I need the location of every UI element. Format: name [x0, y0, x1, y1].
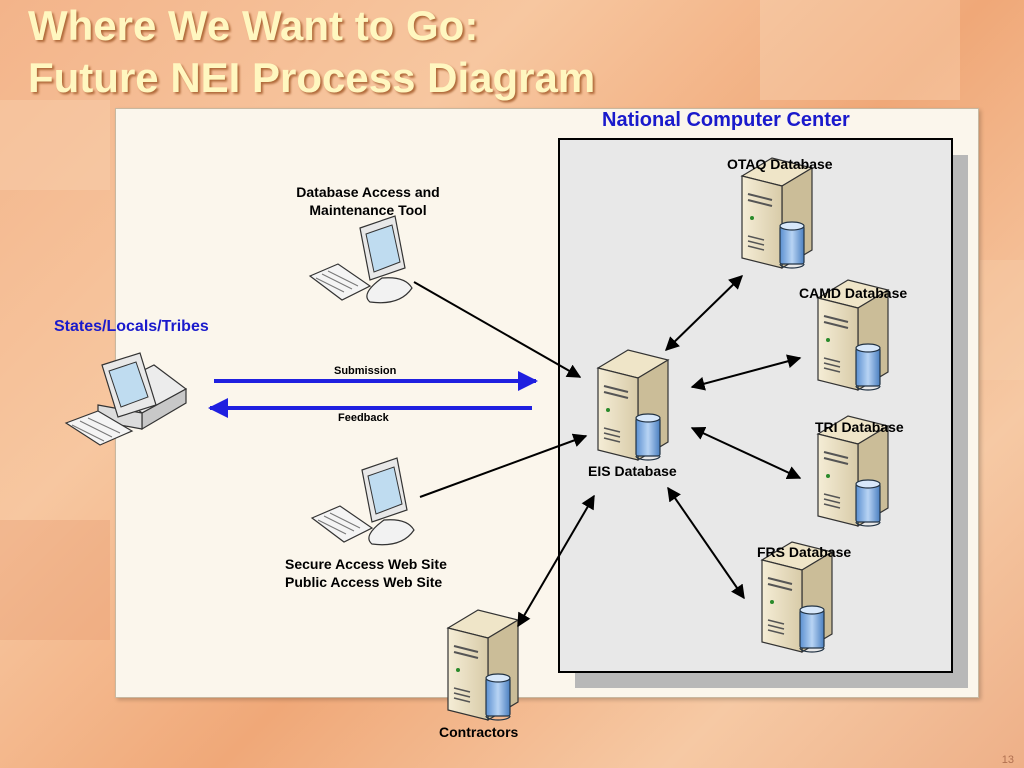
ncc-label: National Computer Center [602, 109, 850, 131]
connector-eis-frs [667, 486, 745, 600]
workstation-states [64, 352, 188, 446]
dbtool-label-line1: Database Access and [296, 184, 440, 200]
camd-label: CAMD Database [799, 285, 908, 301]
slide-title: Where We Want to Go: Future NEI Process … [28, 0, 595, 104]
web-site-label-line2: Public Access Web Site [285, 574, 443, 590]
web-site-label-line1: Secure Access Web Site [285, 556, 447, 572]
server-otaq [741, 157, 813, 269]
dbtool-label-line2: Maintenance Tool [309, 202, 427, 218]
server-eis [597, 349, 669, 461]
feedback-label: Feedback [338, 412, 389, 424]
dbtool-label: Database Access and Maintenance Tool [268, 183, 468, 219]
tri-label: TRI Database [815, 419, 904, 435]
slide-title-line2: Future NEI Process Diagram [28, 54, 596, 101]
otaq-label: OTAQ Database [727, 156, 833, 172]
workstation-db-tool [309, 215, 413, 304]
submission-label: Submission [334, 365, 397, 377]
connector-eis-contractors [517, 494, 595, 628]
connector-eis-tri [690, 426, 802, 480]
states-label: States/Locals/Tribes [54, 318, 209, 335]
page-number: 13 [1001, 754, 1014, 766]
connector-eis-camd [690, 354, 802, 391]
workstation-web-site [311, 457, 415, 546]
contractors-label: Contractors [439, 724, 519, 740]
frs-label: FRS Database [757, 544, 852, 560]
connector-dbtool-eis [413, 281, 582, 378]
server-contractors [447, 609, 519, 721]
slide-title-line1: Where We Want to Go: [28, 2, 479, 49]
connector-web-eis [419, 433, 588, 498]
eis-label: EIS Database [588, 463, 677, 479]
connector-eis-otaq [664, 275, 744, 351]
web-site-label: Secure Access Web Site Public Access Web… [285, 555, 447, 591]
